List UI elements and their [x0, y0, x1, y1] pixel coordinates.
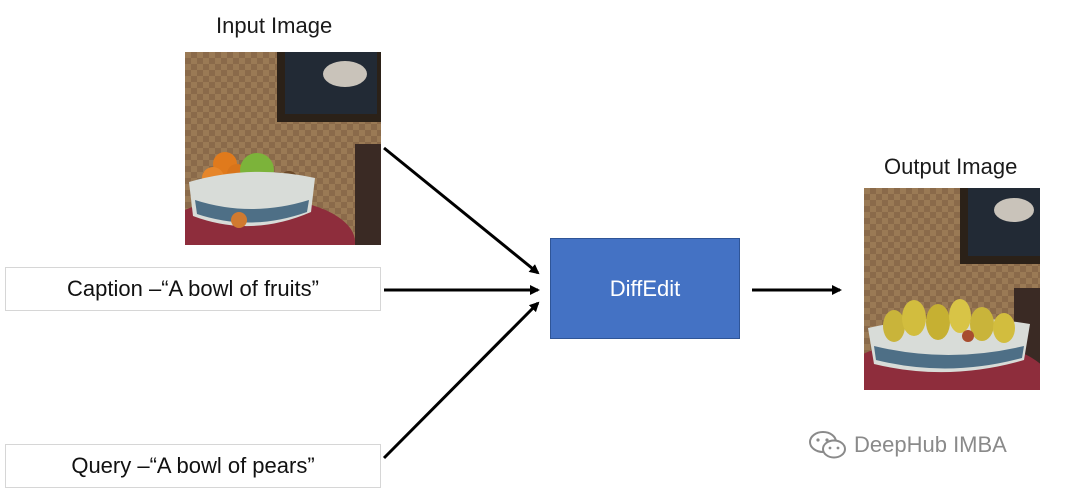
diffedit-label: DiffEdit — [609, 275, 681, 301]
query-text: Query –“A bowl of pears” — [71, 453, 315, 478]
diffedit-box: DiffEdit — [550, 238, 740, 339]
output-image — [864, 188, 1040, 390]
arrow-input-to-diffedit — [383, 146, 540, 275]
arrow-query-to-diffedit — [382, 301, 540, 460]
watermark-text: DeepHub IMBA — [854, 432, 1007, 457]
wechat-icon — [809, 431, 846, 459]
input-image — [185, 52, 381, 245]
output-image-title: Output Image — [884, 154, 1018, 179]
query-box: Query –“A bowl of pears” — [5, 444, 381, 488]
caption-box: Caption –“A bowl of fruits” — [5, 267, 381, 311]
watermark: DeepHub IMBA — [808, 429, 1007, 461]
caption-text: Caption –“A bowl of fruits” — [67, 276, 319, 301]
input-image-title: Input Image — [216, 13, 333, 38]
